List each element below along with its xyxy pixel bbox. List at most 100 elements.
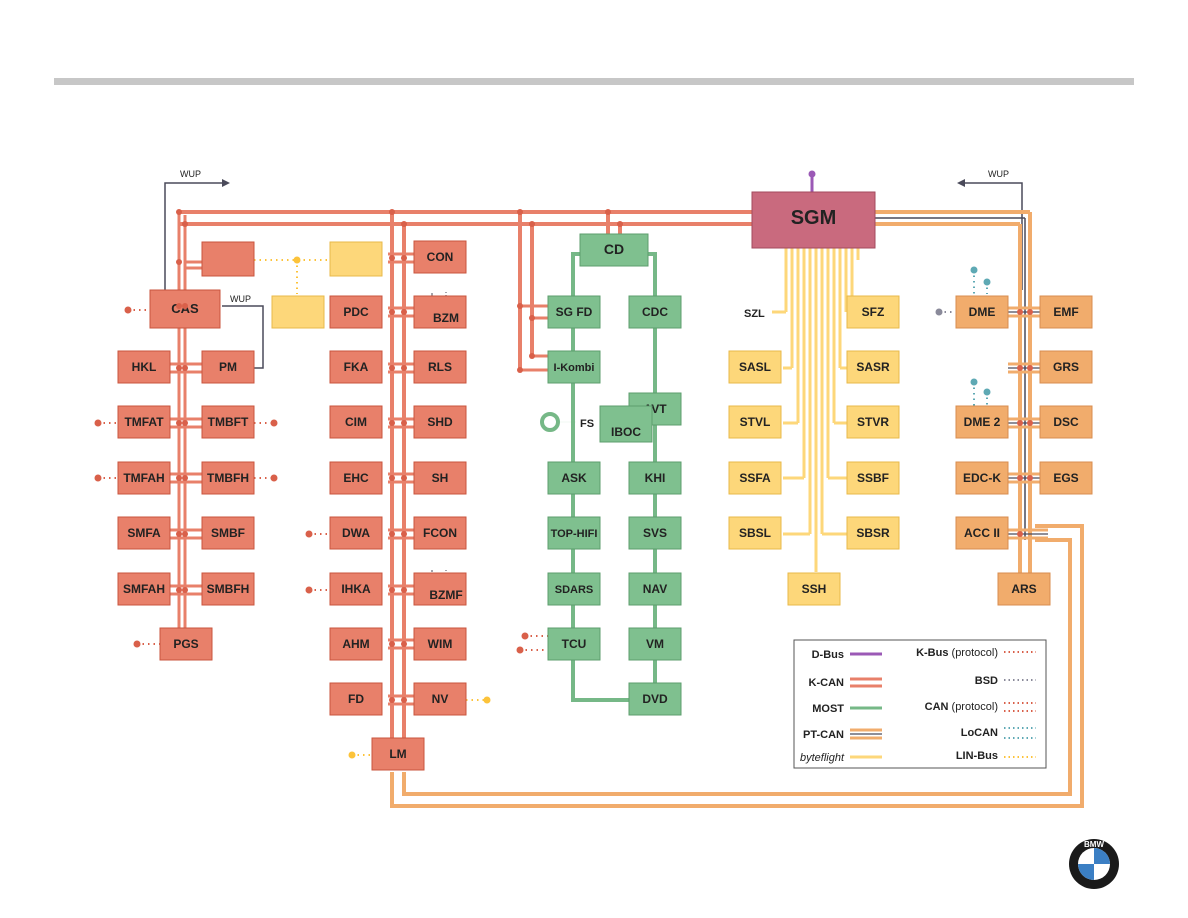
ecu-smbfh-rect <box>201 572 255 606</box>
junction-dot <box>529 353 535 359</box>
ecu-ihka: IHKA <box>329 572 383 606</box>
junction-dot <box>389 697 395 703</box>
junction-dot <box>401 221 407 227</box>
most-ring <box>648 252 657 700</box>
ecu-dwa: DWA <box>329 516 383 550</box>
junction-dot <box>1027 475 1033 481</box>
control-units: CASHKLPMTMFATTMBFTTMFAHTMBFHSMFASMBFSMFA… <box>117 191 1093 771</box>
junction-dot <box>1027 309 1033 315</box>
ecu-ahm-label: AHM <box>342 637 369 651</box>
ecu-smbf-label: SMBF <box>211 526 245 540</box>
ecu-cim: CIM <box>329 405 383 439</box>
wup-label-right: WUP <box>988 169 1009 179</box>
ecu-fcon-label: FCON <box>423 526 457 540</box>
sensor-sbsl: SBSL <box>728 516 782 550</box>
bmw-logo-quadrant <box>1094 848 1110 864</box>
ecu-dsc: DSC <box>1039 405 1093 439</box>
ecu-tmfat: TMFAT <box>117 405 171 439</box>
sensor-sbsr: SBSR <box>846 516 900 550</box>
ecu-cim-label: CIM <box>345 415 367 429</box>
ecu-nv-rect <box>413 682 467 716</box>
ecu-pgs-label: PGS <box>173 637 198 651</box>
sgm-central-gateway: SGM <box>751 191 876 249</box>
sensor-sbsl-rect <box>728 516 782 550</box>
ecu-dvd-rect <box>628 682 682 716</box>
bus-end-dot <box>970 378 978 386</box>
junction-dot <box>389 587 395 593</box>
wup-line <box>222 305 264 369</box>
junction-dot <box>389 531 395 537</box>
sensor-sasl-label: SASL <box>739 360 771 374</box>
ecu-tmbfh-label: TMBFH <box>207 471 249 485</box>
junction-dot <box>401 365 407 371</box>
ecu-vm-label: VM <box>646 637 664 651</box>
junction-dot <box>401 641 407 647</box>
ecu-accii-rect <box>955 516 1009 550</box>
ecu-shd-label: SHD <box>427 415 453 429</box>
junction-dot <box>182 587 188 593</box>
ecu-ihka-label: IHKA <box>341 582 371 596</box>
ecu-iboc: IBOC <box>599 405 653 443</box>
sensor-stvl: STVL <box>728 405 782 439</box>
ecu-bzmf-label: BZMF <box>429 588 462 602</box>
ecu-dme2-rect <box>955 405 1009 439</box>
ecu-tmfat-label: TMFAT <box>124 415 164 429</box>
legend-right-label: K-Bus (protocol) <box>916 647 998 659</box>
wup-line <box>164 182 222 290</box>
legend-right-label: LoCAN <box>961 727 998 739</box>
bus-end-dot <box>305 530 313 538</box>
ecu-tmbft-label: TMBFT <box>208 415 249 429</box>
sensor-sasl: SASL <box>728 350 782 384</box>
junction-dot <box>176 475 182 481</box>
junction-dot <box>182 221 188 227</box>
ecu-bzmf: BZMF <box>413 572 467 606</box>
sensor-ssbf: SSBF <box>846 461 900 495</box>
junction-dot <box>176 209 182 215</box>
bus-end-dot <box>94 474 102 482</box>
ecu-dme-label: DME <box>969 305 996 319</box>
ecu-shd-rect <box>413 405 467 439</box>
bus-end-dot <box>483 696 491 704</box>
ecu-con: CON <box>413 240 467 274</box>
ecu-wim-label: WIM <box>428 637 453 651</box>
ecu-smfah: SMFAH <box>117 572 171 606</box>
bus-end-dot <box>348 751 356 759</box>
junction-dot <box>529 315 535 321</box>
ecu-pdc: PDC <box>329 295 383 329</box>
ecu-lm-rect <box>371 737 425 771</box>
sensor-stvr: STVR <box>846 405 900 439</box>
junction-dot <box>529 221 535 227</box>
ecu-rls-label: RLS <box>428 360 452 374</box>
ecu-smfa: SMFA <box>117 516 171 550</box>
ecu-ars-rect <box>997 572 1051 606</box>
junction-dot <box>176 365 182 371</box>
ecu-pdc-label: PDC <box>343 305 369 319</box>
ecu-sgfd-label: SG FD <box>556 305 593 319</box>
junction-dot <box>182 531 188 537</box>
sensor-sasl-rect <box>728 350 782 384</box>
ecu-smfah-label: SMFAH <box>123 582 165 596</box>
legend-left-label: byteflight <box>800 752 845 764</box>
ecu-fka: FKA <box>329 350 383 384</box>
ecu-smbfh-label: SMBFH <box>207 582 250 596</box>
ecu-smbf-rect <box>201 516 255 550</box>
bus-end-dot <box>305 586 313 594</box>
ecu-shd: SHD <box>413 405 467 439</box>
ecu-ahm-rect <box>329 627 383 661</box>
junction-dot <box>605 209 611 215</box>
ecu-grs: GRS <box>1039 350 1093 384</box>
bmw-logo: BMW <box>1069 839 1119 889</box>
wup-label-pm: WUP <box>230 294 251 304</box>
sensor-sasr-label: SASR <box>856 360 890 374</box>
junction-dot <box>1017 365 1023 371</box>
ecu-smbfh: SMBFH <box>201 572 255 606</box>
sgm-central-gateway-rect <box>751 191 876 249</box>
ecu-smfa-rect <box>117 516 171 550</box>
sensor-sasr-rect <box>846 350 900 384</box>
junction-dot <box>517 303 523 309</box>
ecu-grs-label: GRS <box>1053 360 1079 374</box>
ecu-hkl-rect <box>117 350 171 384</box>
ecu-edck: EDC-K <box>955 461 1009 495</box>
